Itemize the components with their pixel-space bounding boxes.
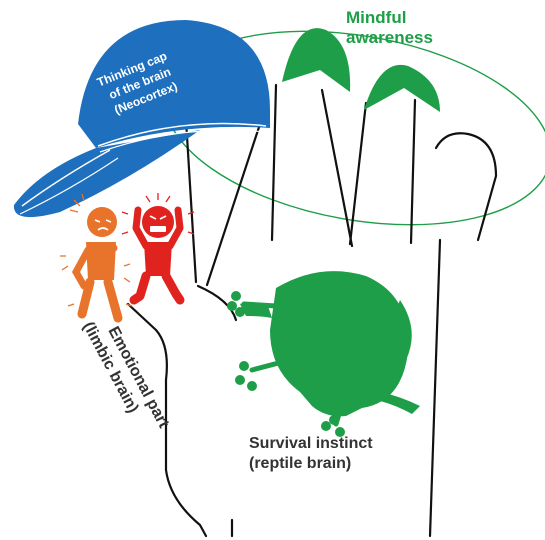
survival-label-line1: Survival instinct	[249, 435, 373, 452]
angry-figure-icon	[122, 193, 194, 300]
anxious-figure-icon	[60, 194, 132, 318]
fingertip-cap-right	[364, 65, 440, 112]
mindful-label-line2: awareness	[346, 28, 433, 47]
mindful-label-line1: Mindful	[346, 8, 406, 27]
baseball-cap-icon: Thinking cap of the brain (Neocortex)	[14, 20, 270, 217]
fingertip-cap-left	[282, 28, 350, 92]
lizard-icon	[227, 271, 420, 437]
survival-label-line2: (reptile brain)	[249, 455, 351, 472]
